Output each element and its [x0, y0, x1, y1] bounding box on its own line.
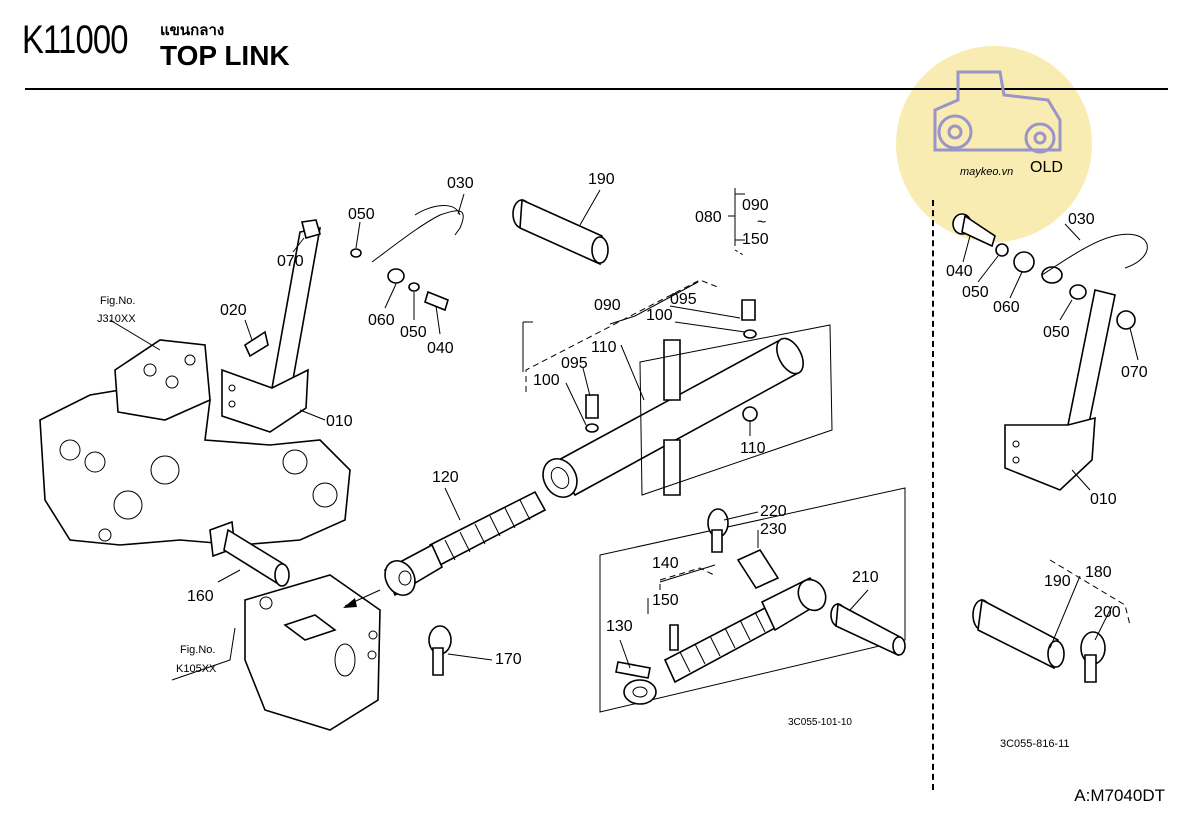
right-collar-060 [1013, 251, 1035, 273]
callout-060: 060 [368, 312, 395, 329]
lynch-pin-220 [707, 508, 729, 553]
right-callout-010: 010 [1090, 491, 1117, 508]
right-lynch-pin-200 [1080, 631, 1106, 683]
right-washer-ring [1041, 266, 1063, 284]
right-pin-190 [972, 598, 1065, 670]
callout-120: 120 [432, 469, 459, 486]
callout-010: 010 [326, 413, 353, 430]
callout-140: 140 [652, 555, 679, 572]
tractor-logo-icon [933, 70, 1062, 154]
leader-lines-left [109, 188, 869, 681]
washer-050b [408, 282, 420, 292]
tube-090 [542, 337, 804, 498]
lynch-pin-170 [428, 625, 452, 676]
watermark-brand: maykeo.vn [960, 166, 1013, 178]
callout-080: 080 [695, 209, 722, 226]
callout-090: 090 [594, 297, 621, 314]
hitch-housing [244, 574, 381, 731]
left-diagram-code: 3C055-101-10 [788, 717, 852, 728]
bushing-230 [736, 548, 780, 590]
section-divider [932, 200, 934, 790]
right-callout-070: 070 [1121, 364, 1148, 381]
right-bracket-arm-010 [1004, 289, 1116, 491]
figref-2-line1: Fig.No. [180, 644, 215, 656]
fitting-095b [585, 394, 599, 419]
callout-170: 170 [495, 651, 522, 668]
page-code: K11000 [22, 18, 129, 62]
range-tilde: ~ [757, 214, 766, 231]
callout-050a: 050 [348, 206, 375, 223]
washer-050a [350, 248, 362, 258]
right-washer-050a [995, 243, 1009, 257]
callout-150-range: 150 [742, 231, 769, 248]
callout-100b: 100 [533, 372, 560, 389]
callout-050b: 050 [400, 324, 427, 341]
figref-2-line2: K105XX [176, 663, 217, 675]
spring-pin-030 [371, 205, 464, 263]
pin-150 [669, 624, 679, 651]
right-callout-190: 190 [1044, 573, 1071, 590]
leader-lines-right [525, 223, 1139, 649]
part-020 [243, 330, 269, 358]
pin-160 [209, 520, 290, 587]
callout-110a: 110 [591, 339, 617, 356]
right-callout-060: 060 [993, 299, 1020, 316]
link-box [599, 487, 906, 713]
right-nut-070 [1116, 310, 1136, 330]
page-title: TOP LINK [160, 40, 290, 71]
pin-210 [830, 602, 906, 657]
bolt-040 [424, 290, 449, 312]
callout-230: 230 [760, 521, 787, 538]
right-spring-pin-030 [1041, 233, 1148, 276]
handle-130 [615, 661, 657, 705]
right-callout-030: 030 [1068, 211, 1095, 228]
model-code: A:M7040DT [1074, 786, 1165, 805]
callout-220: 220 [760, 503, 787, 520]
callout-020: 020 [220, 302, 247, 319]
callout-040: 040 [427, 340, 454, 357]
right-callout-180: 180 [1085, 564, 1112, 581]
tractor-housing [39, 339, 351, 546]
figref-1-line2: J310XX [97, 313, 136, 325]
callout-150: 150 [652, 592, 679, 609]
callout-130: 130 [606, 618, 633, 635]
callout-190: 190 [588, 171, 615, 188]
bracket-arm-010 [221, 219, 321, 433]
right-callout-200: 200 [1094, 604, 1121, 621]
callout-100a: 100 [646, 307, 673, 324]
callout-070: 070 [277, 253, 304, 270]
fitting-095a [741, 299, 756, 321]
washer-100a [743, 329, 757, 339]
cap-110a [742, 406, 758, 422]
right-washer-050b [1069, 284, 1087, 300]
right-callout-040: 040 [946, 263, 973, 280]
figref-1-line1: Fig.No. [100, 295, 135, 307]
arrow-head-icon [343, 598, 357, 608]
pin-190 [512, 198, 609, 266]
page-title-thai: แขนกลาง [160, 22, 225, 39]
callout-030: 030 [447, 175, 474, 192]
collar-060 [387, 268, 405, 284]
callout-090-range: 090 [742, 197, 769, 214]
callout-095b: 095 [561, 355, 588, 372]
header-rule [25, 88, 1168, 90]
right-diagram-code: 3C055-816-11 [1000, 738, 1070, 750]
washer-100b [585, 423, 599, 433]
callout-110b: 110 [740, 440, 766, 457]
callout-095a: 095 [670, 291, 697, 308]
right-callout-050a: 050 [962, 284, 989, 301]
right-bolt-040 [952, 213, 996, 248]
threaded-rod-140 [663, 576, 827, 684]
watermark-old: OLD [1030, 159, 1063, 176]
threaded-rod-120 [383, 490, 547, 597]
tube-box [639, 324, 833, 496]
callout-210: 210 [852, 569, 879, 586]
callout-160: 160 [187, 588, 214, 605]
right-callout-050b: 050 [1043, 324, 1070, 341]
